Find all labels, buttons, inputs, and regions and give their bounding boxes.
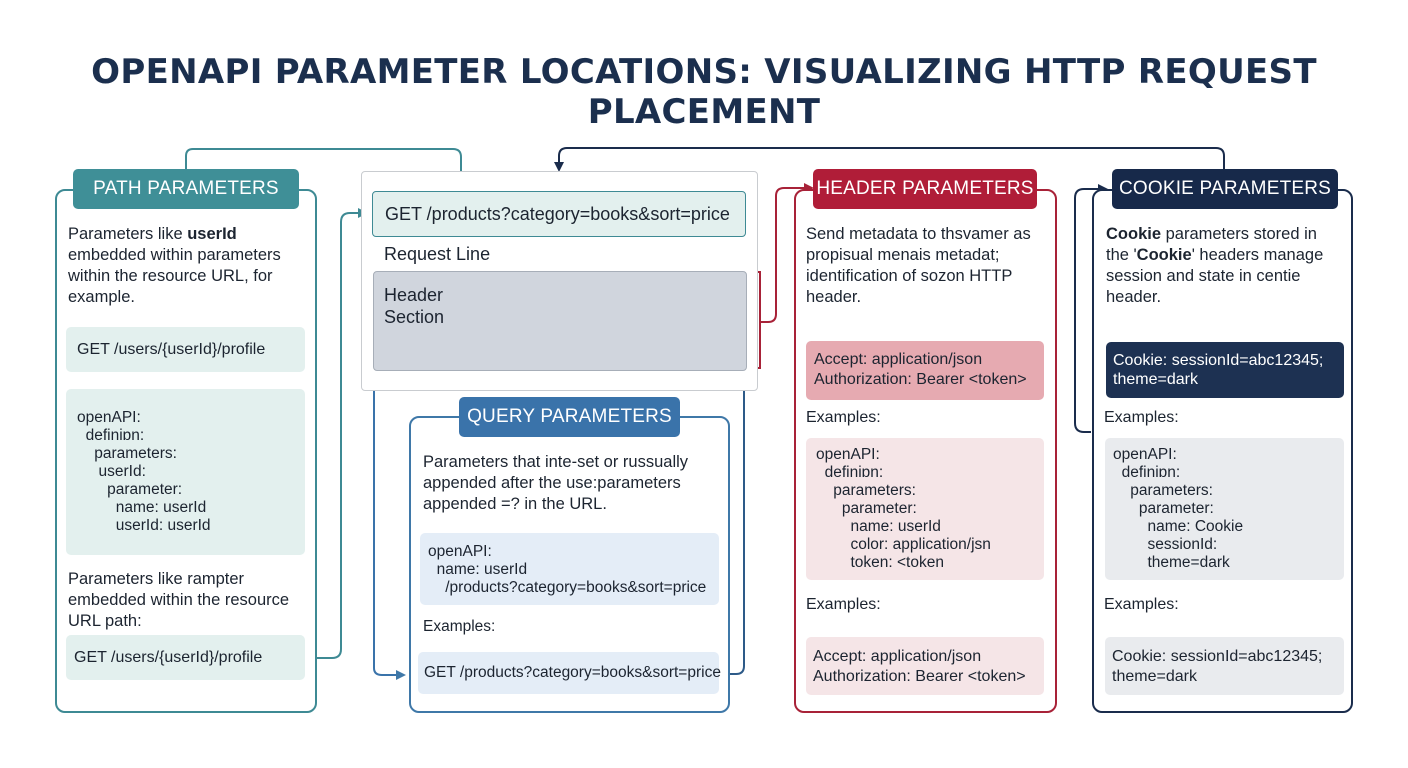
path-parameters-badge: PATH PARAMETERS xyxy=(73,169,299,209)
cookie-examples-label-1: Examples: xyxy=(1104,409,1179,426)
query-examples-label: Examples: xyxy=(423,618,496,635)
path-example-box: GET /users/{userId}/profile xyxy=(66,327,305,372)
header-description: Send metadata to thsvamer as propisual m… xyxy=(806,225,1031,306)
path-desc-prefix: Parameters like xyxy=(68,225,188,243)
header-section-box: Header Section xyxy=(373,271,747,371)
header-examples-label-1: Examples: xyxy=(806,409,881,426)
path-desc-rest: embedded within parameters within the re… xyxy=(68,246,281,306)
path-example-box-2: GET /users/{userId}/profile xyxy=(66,635,305,680)
header-code-box: openAPI: definiɒn: parameters: parameter… xyxy=(806,438,1044,580)
page-title: OPENAPI PARAMETER LOCATIONS: VISUALIZING… xyxy=(91,52,1317,132)
request-line-label: Request Line xyxy=(384,244,491,264)
query-example-box: GET /products?category=books&sort=price xyxy=(418,652,721,694)
path-desc-bold: userId xyxy=(187,225,237,243)
request-line-box: GET /products?category=books&sort=price xyxy=(372,191,746,237)
header-sample-box: Accept: application/json Authorization: … xyxy=(806,341,1044,400)
query-parameters-badge: QUERY PARAMETERS xyxy=(459,397,680,437)
cookie-sample-box: Cookie: sessionId=abc12345; theme=dark xyxy=(1106,342,1344,398)
cookie-desc-bold-2: Cookie xyxy=(1136,246,1192,264)
header-parameters-badge: HEADER PARAMETERS xyxy=(813,169,1037,209)
cookie-code-box: openAPI: definiɒn: parameters: parameter… xyxy=(1105,438,1344,580)
header-examples-label-2: Examples: xyxy=(806,596,881,613)
cookie-example-box: Cookie: sessionId=abc12345; theme=dark xyxy=(1105,637,1344,695)
cookie-examples-label-2: Examples: xyxy=(1104,596,1179,613)
query-code-box: openAPI: name: userId /products?category… xyxy=(420,533,719,605)
cookie-parameters-badge: COOKIE PARAMETERS xyxy=(1112,169,1338,209)
query-description: Parameters that inte-set or russually ap… xyxy=(423,453,689,513)
header-example-box: Accept: application/json Authorization: … xyxy=(806,637,1044,695)
cookie-desc-rest: ' headers manage session and state in ce… xyxy=(1106,246,1324,306)
cookie-desc-mid: parameters stored in the ' xyxy=(1106,225,1317,264)
cookie-desc-bold-1: Cookie xyxy=(1106,225,1162,243)
path-description-2: Parameters like rampter embedded within … xyxy=(68,570,290,630)
path-description: Parameters like userId embedded within p… xyxy=(68,224,308,308)
cookie-to-request-connector xyxy=(554,147,1225,172)
path-code-box: openAPI: definiɒn: parameters: userId: p… xyxy=(66,389,305,555)
cookie-description: Cookie parameters stored in the 'Cookie'… xyxy=(1106,224,1341,308)
